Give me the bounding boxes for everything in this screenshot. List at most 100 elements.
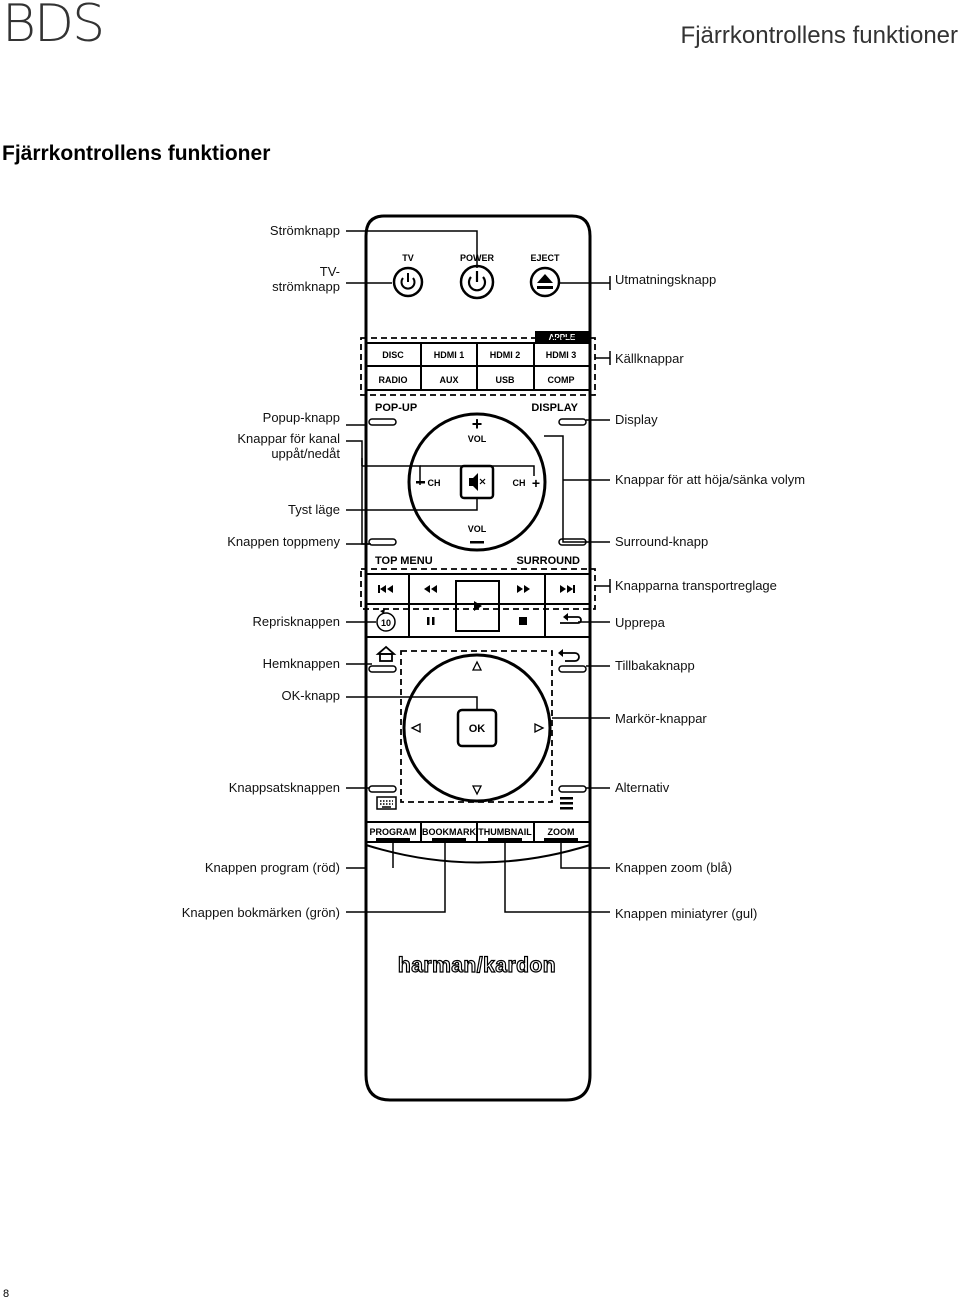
ok-button-label: OK: [469, 723, 486, 735]
transport-dashed-highlight: [360, 568, 596, 610]
zoom-button[interactable]: ZOOM: [548, 827, 575, 837]
callout-options: Alternativ: [615, 780, 670, 795]
power-icon: [467, 271, 487, 292]
source-disc-button[interactable]: DISC: [382, 350, 404, 360]
eject-icon: [537, 274, 553, 289]
back-icon[interactable]: [558, 649, 580, 662]
keyboard-icon: [376, 796, 397, 810]
rewind-icon[interactable]: [424, 585, 437, 593]
source-aux-button[interactable]: AUX: [439, 375, 458, 385]
keypad-button[interactable]: [368, 785, 397, 793]
callout-replay: Reprisknappen: [253, 614, 340, 629]
popup-button[interactable]: [368, 418, 397, 426]
cursor-dashed-highlight: [400, 650, 553, 803]
callout-zoom: Knappen zoom (blå): [615, 860, 732, 875]
vol-down-icon[interactable]: [470, 541, 484, 544]
options-menu-icon: [560, 797, 573, 810]
repeat-icon[interactable]: [560, 613, 582, 624]
callout-ok: OK-knapp: [281, 688, 340, 703]
left-callout-labels: Strömknapp TV- strömknapp Popup-knapp Kn…: [182, 223, 341, 920]
callout-back: Tillbakaknapp: [615, 658, 695, 673]
tv-power-button[interactable]: [392, 266, 424, 298]
callout-tv-power-2: strömknapp: [272, 279, 340, 294]
callout-keypad: Knappsatsknappen: [229, 780, 340, 795]
home-icon[interactable]: [375, 645, 397, 662]
remote-body-outline: [364, 214, 592, 1102]
vol-up-icon[interactable]: +: [472, 414, 483, 434]
skip-forward-icon[interactable]: [560, 585, 575, 593]
eject-button-label: EJECT: [530, 253, 560, 263]
apple-tag: [535, 331, 589, 343]
callout-display: Display: [615, 412, 658, 427]
callout-power: Strömknapp: [270, 223, 340, 238]
cursor-right-icon[interactable]: [534, 722, 545, 734]
callout-cursor: Markör-knappar: [615, 711, 707, 726]
options-button[interactable]: [558, 785, 587, 793]
display-button-label: DISPLAY: [531, 402, 578, 414]
harman-kardon-logo: harman/kardon: [398, 954, 556, 977]
right-callout-labels: Utmatningsknapp Källknappar Display Knap…: [615, 272, 805, 921]
power-icon: [400, 273, 416, 290]
surround-label: SURROUND: [516, 555, 580, 567]
play-button[interactable]: [455, 580, 500, 632]
callout-transport: Knapparna transportreglage: [615, 578, 777, 593]
callout-channel-1: Knappar för kanal: [237, 431, 340, 446]
source-usb-button[interactable]: USB: [495, 375, 515, 385]
vol-ch-ring[interactable]: [407, 412, 547, 552]
callout-mute: Tyst läge: [288, 502, 340, 517]
callout-thumbnail: Knappen miniatyrer (gul): [615, 906, 757, 921]
source-radio-button[interactable]: RADIO: [379, 375, 408, 385]
callout-popup: Popup-knapp: [263, 410, 340, 425]
callout-tv-power-1: TV-: [320, 264, 340, 279]
source-hdmi3-button[interactable]: HDMI 3: [546, 350, 577, 360]
callout-repeat: Upprepa: [615, 615, 666, 630]
top-menu-label: TOP MENU: [375, 555, 433, 567]
popup-button-label: POP-UP: [375, 402, 417, 414]
callout-source: Källknappar: [615, 351, 684, 366]
section-title: Fjärrkontrollens funktioner: [2, 142, 271, 165]
eject-button[interactable]: [529, 266, 561, 298]
cursor-down-icon[interactable]: [471, 785, 483, 796]
replay-icon[interactable]: [376, 609, 396, 632]
remote-lower-curve: [365, 844, 591, 864]
fast-forward-icon[interactable]: [517, 585, 530, 593]
ch-left-label: CH: [428, 478, 441, 488]
ch-right-label: CH: [513, 478, 526, 488]
callout-program: Knappen program (röd): [205, 860, 340, 875]
cursor-ring[interactable]: [402, 653, 552, 803]
display-button[interactable]: [558, 418, 587, 426]
vol-bottom-label: VOL: [468, 524, 487, 534]
callout-channel-2: uppåt/nedåt: [271, 446, 340, 461]
callout-leader-lines-right: [504, 282, 610, 913]
callout-home: Hemknappen: [263, 656, 340, 671]
callout-volume: Knappar för att höja/sänka volym: [615, 472, 805, 487]
pause-icon[interactable]: [427, 617, 435, 625]
vol-top-label: VOL: [468, 434, 487, 444]
source-hdmi1-button[interactable]: HDMI 1: [434, 350, 465, 360]
play-icon: [474, 601, 482, 611]
callout-eject: Utmatningsknapp: [615, 272, 716, 287]
bookmark-button[interactable]: BOOKMARK: [422, 827, 476, 837]
ch-up-icon[interactable]: +: [532, 475, 540, 491]
program-button[interactable]: PROGRAM: [370, 827, 417, 837]
mute-speaker-icon: [469, 473, 486, 491]
thumbnail-button[interactable]: THUMBNAIL: [478, 827, 532, 837]
source-dashed-highlight: [360, 337, 596, 396]
home-button[interactable]: [368, 665, 397, 673]
top-menu-button[interactable]: [368, 538, 397, 546]
cursor-up-icon[interactable]: [471, 660, 483, 671]
callout-leader-lines-left: [346, 230, 478, 913]
callout-surround: Surround-knapp: [615, 534, 708, 549]
stop-icon[interactable]: [519, 617, 527, 625]
source-comp-button[interactable]: COMP: [548, 375, 575, 385]
back-button[interactable]: [558, 665, 587, 673]
callout-bookmark: Knappen bokmärken (grön): [182, 905, 340, 920]
replay-number: 10: [381, 618, 391, 628]
cursor-left-icon[interactable]: [410, 722, 421, 734]
page-number: 8: [3, 1288, 10, 1300]
brand-logo-text: BDS: [2, 0, 105, 54]
skip-back-icon[interactable]: [378, 585, 393, 593]
callout-top-menu: Knappen toppmeny: [227, 534, 340, 549]
source-hdmi2-button[interactable]: HDMI 2: [490, 350, 521, 360]
